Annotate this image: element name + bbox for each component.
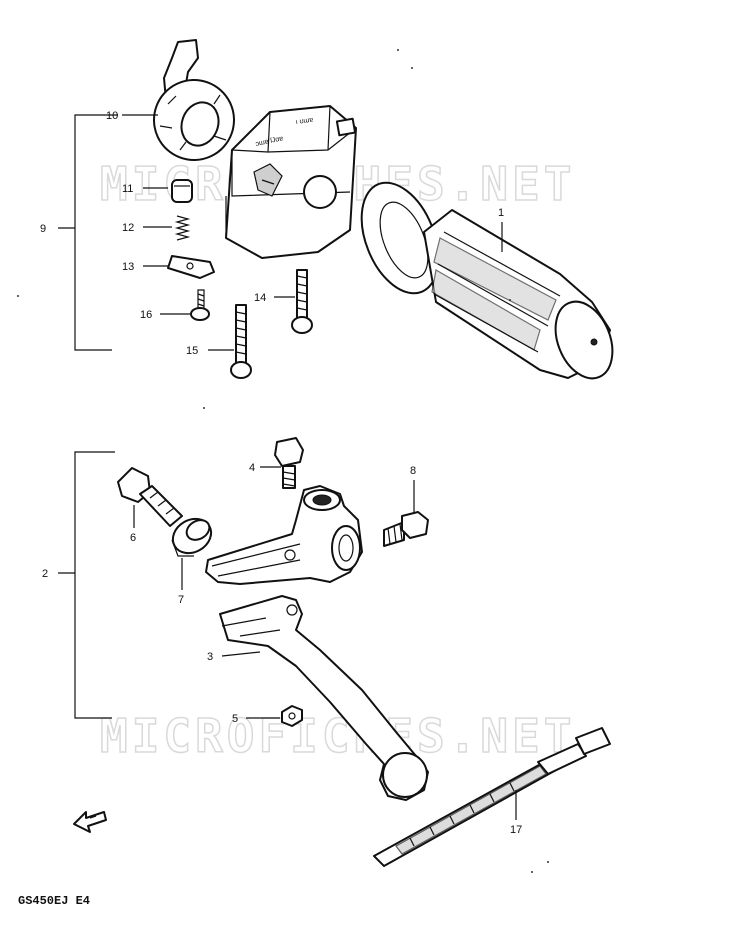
cable-tie-part-17 <box>373 727 611 867</box>
bracket-group-2 <box>58 451 115 719</box>
bolt-part-4 <box>274 437 304 489</box>
callout-17: 17 <box>510 824 522 836</box>
screw-part-14 <box>291 269 313 334</box>
handlebar-switch-housing: ɔɯɐ ſJɑɐ ı ʊɯɐ <box>225 105 357 259</box>
callout-13: 13 <box>122 261 134 273</box>
bolt-part-8 <box>383 511 429 547</box>
diagram-code: GS450EJ E4 <box>18 894 90 908</box>
spring-part-12 <box>174 215 191 241</box>
screw-part-16 <box>190 289 210 321</box>
callout-5: 5 <box>232 713 238 725</box>
callout-9: 9 <box>40 223 46 235</box>
callout-16: 16 <box>140 309 152 321</box>
bolt-part-6 <box>117 467 183 527</box>
handlebar-grip-part-1 <box>360 181 614 380</box>
choke-lever-part-10 <box>153 39 235 161</box>
callout-1: 1 <box>498 207 504 219</box>
callout-3: 3 <box>207 651 213 663</box>
collar-part-7 <box>171 517 213 557</box>
callout-8: 8 <box>410 465 416 477</box>
brake-lever-part-3 <box>219 595 429 801</box>
callout-15: 15 <box>186 345 198 357</box>
front-direction-arrow-icon <box>73 811 107 833</box>
callout-14: 14 <box>254 292 266 304</box>
scan-specks <box>17 49 549 873</box>
nut-part-5 <box>281 705 303 727</box>
watermark-bottom: MICROFICHES.NET <box>100 709 575 763</box>
lever-bracket <box>205 485 363 585</box>
leader-3 <box>221 651 261 657</box>
callout-7: 7 <box>178 594 184 606</box>
callout-6: 6 <box>130 532 136 544</box>
part-11 <box>171 179 193 203</box>
callout-12: 12 <box>122 222 134 234</box>
callout-11: 11 <box>122 183 133 195</box>
screw-part-15 <box>230 304 252 379</box>
plate-part-13 <box>167 255 215 279</box>
callout-10: 10 <box>106 110 118 122</box>
callout-4: 4 <box>249 462 255 474</box>
svg-text:ı ʊɯɐ: ı ʊɯɐ <box>295 117 314 126</box>
bracket-group-9 <box>58 114 118 351</box>
callout-2: 2 <box>42 568 48 580</box>
